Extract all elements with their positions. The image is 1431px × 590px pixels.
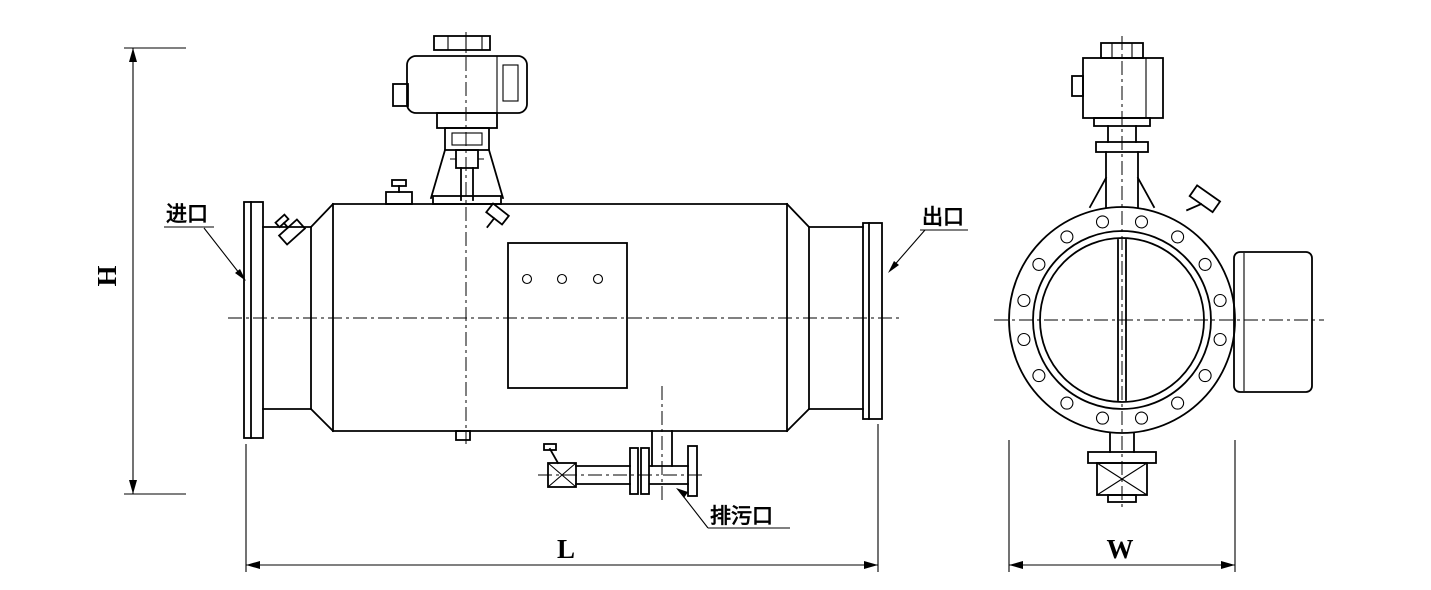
dim-h-label: H xyxy=(92,265,122,286)
drain-flange xyxy=(640,447,650,495)
mount-pad xyxy=(432,195,502,205)
dimension-length: L xyxy=(245,424,879,572)
inlet-callout: 进口 xyxy=(164,203,246,281)
left-head-fitting xyxy=(274,213,307,246)
drain-arrowhead xyxy=(676,488,688,498)
disc-edge xyxy=(1117,239,1127,401)
yoke-right xyxy=(487,148,505,200)
endview-sensor-fitting xyxy=(1185,184,1222,214)
endview-actuator-body xyxy=(1082,57,1164,119)
control-panel xyxy=(507,242,628,389)
outlet-pipe xyxy=(808,226,864,410)
inlet-arrowhead xyxy=(235,269,246,281)
dim-l-label: L xyxy=(557,534,575,564)
endview-actuator xyxy=(1071,42,1164,209)
drain-end-flange xyxy=(687,445,698,497)
drain-valve xyxy=(543,443,577,488)
outlet-flange xyxy=(862,222,883,420)
dimension-height: H xyxy=(92,47,186,495)
vent-valve xyxy=(385,179,413,205)
dimension-width: W xyxy=(1008,440,1236,572)
dim-w-label: W xyxy=(1107,534,1134,564)
handwheel-knob xyxy=(392,83,409,107)
panel-hole xyxy=(556,273,568,285)
inlet-label: 进口 xyxy=(166,203,208,226)
outlet-callout: 出口 xyxy=(888,206,968,273)
side-control-box xyxy=(1233,251,1313,393)
outlet-label: 出口 xyxy=(922,206,964,229)
drain-assembly xyxy=(538,386,706,504)
drain-callout: 排污口 xyxy=(676,488,790,529)
bottom-lug xyxy=(455,430,471,441)
motor-cap xyxy=(433,35,491,51)
panel-hole xyxy=(521,273,533,285)
endview-motor-cap xyxy=(1100,42,1144,59)
bolt-holes xyxy=(1017,215,1227,425)
endview-bottom-drain xyxy=(1087,432,1157,503)
outlet-arrowhead xyxy=(888,261,899,273)
vessel-shell xyxy=(309,202,811,433)
electric-actuator xyxy=(392,32,528,444)
drain-flange xyxy=(629,447,639,495)
stem-coupling xyxy=(455,149,479,169)
sensor-fitting xyxy=(485,202,511,229)
actuator-flange xyxy=(436,112,498,129)
end-view: W xyxy=(994,36,1324,572)
side-view: 进口 出口 排污口 H xyxy=(92,32,968,572)
inlet-flange xyxy=(243,201,264,439)
drain-label: 排污口 xyxy=(710,504,773,528)
flange-face xyxy=(1008,206,1236,434)
yoke-left xyxy=(429,148,447,200)
panel-hole xyxy=(592,273,604,285)
